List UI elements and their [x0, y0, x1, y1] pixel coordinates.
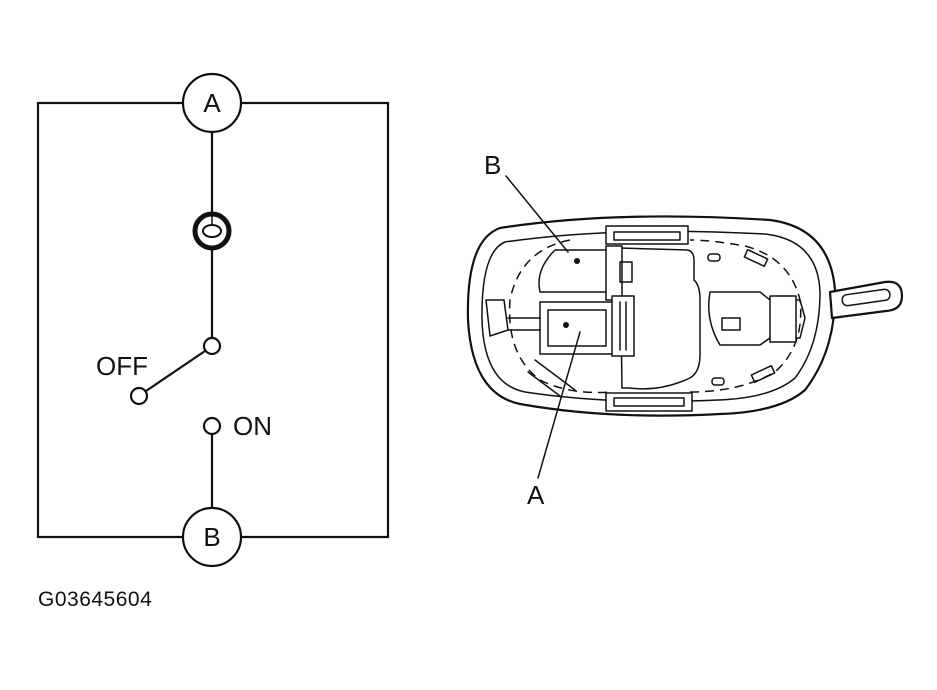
left-lug: [485, 299, 509, 337]
bottom-clip: [605, 392, 693, 412]
terminal-b-hole: [574, 258, 580, 264]
leader-b: [505, 175, 569, 253]
terminal-b-plate: [538, 249, 609, 293]
slot-right-top: [743, 248, 769, 268]
slot-bottom: [711, 377, 725, 386]
housing-inner: [481, 230, 821, 403]
slot-top: [707, 253, 721, 262]
housing-outer: [466, 215, 837, 417]
right-socket-block: [769, 295, 797, 343]
bottom-clip-inner: [613, 397, 685, 407]
callout-a-label: A: [527, 480, 545, 510]
slot-right-bottom: [750, 364, 776, 384]
switch-arm: [144, 349, 207, 393]
on-label: ON: [233, 411, 272, 441]
switch-schematic: A OFF ON B: [36, 72, 390, 568]
figure-id: G03645604: [38, 588, 153, 611]
lever-slot: [841, 288, 891, 307]
right-socket: [708, 291, 806, 346]
bulb-icon: [192, 211, 232, 251]
leader-a: [537, 331, 581, 479]
lever-handle: [828, 280, 904, 320]
central-body: [619, 247, 701, 390]
terminal-b-tab-notch: [619, 261, 633, 283]
on-contact: [202, 416, 222, 436]
terminal-a-hole: [563, 322, 569, 328]
dashed-ring-left: [508, 239, 611, 394]
right-socket-pin: [721, 317, 741, 331]
switch-pivot-contact: [202, 336, 222, 356]
terminal-a-plate: [547, 309, 607, 347]
terminal-b-label: B: [203, 522, 220, 552]
top-clip: [605, 225, 689, 245]
top-clip-inner: [613, 231, 681, 241]
terminal-b-circle: [181, 506, 243, 568]
terminal-a-tab: [611, 295, 635, 357]
connector-housing: B A: [466, 150, 904, 510]
off-contact: [129, 386, 149, 406]
callout-b-label: B: [484, 150, 501, 180]
off-label: OFF: [96, 351, 148, 381]
terminal-a-label: A: [203, 88, 221, 118]
